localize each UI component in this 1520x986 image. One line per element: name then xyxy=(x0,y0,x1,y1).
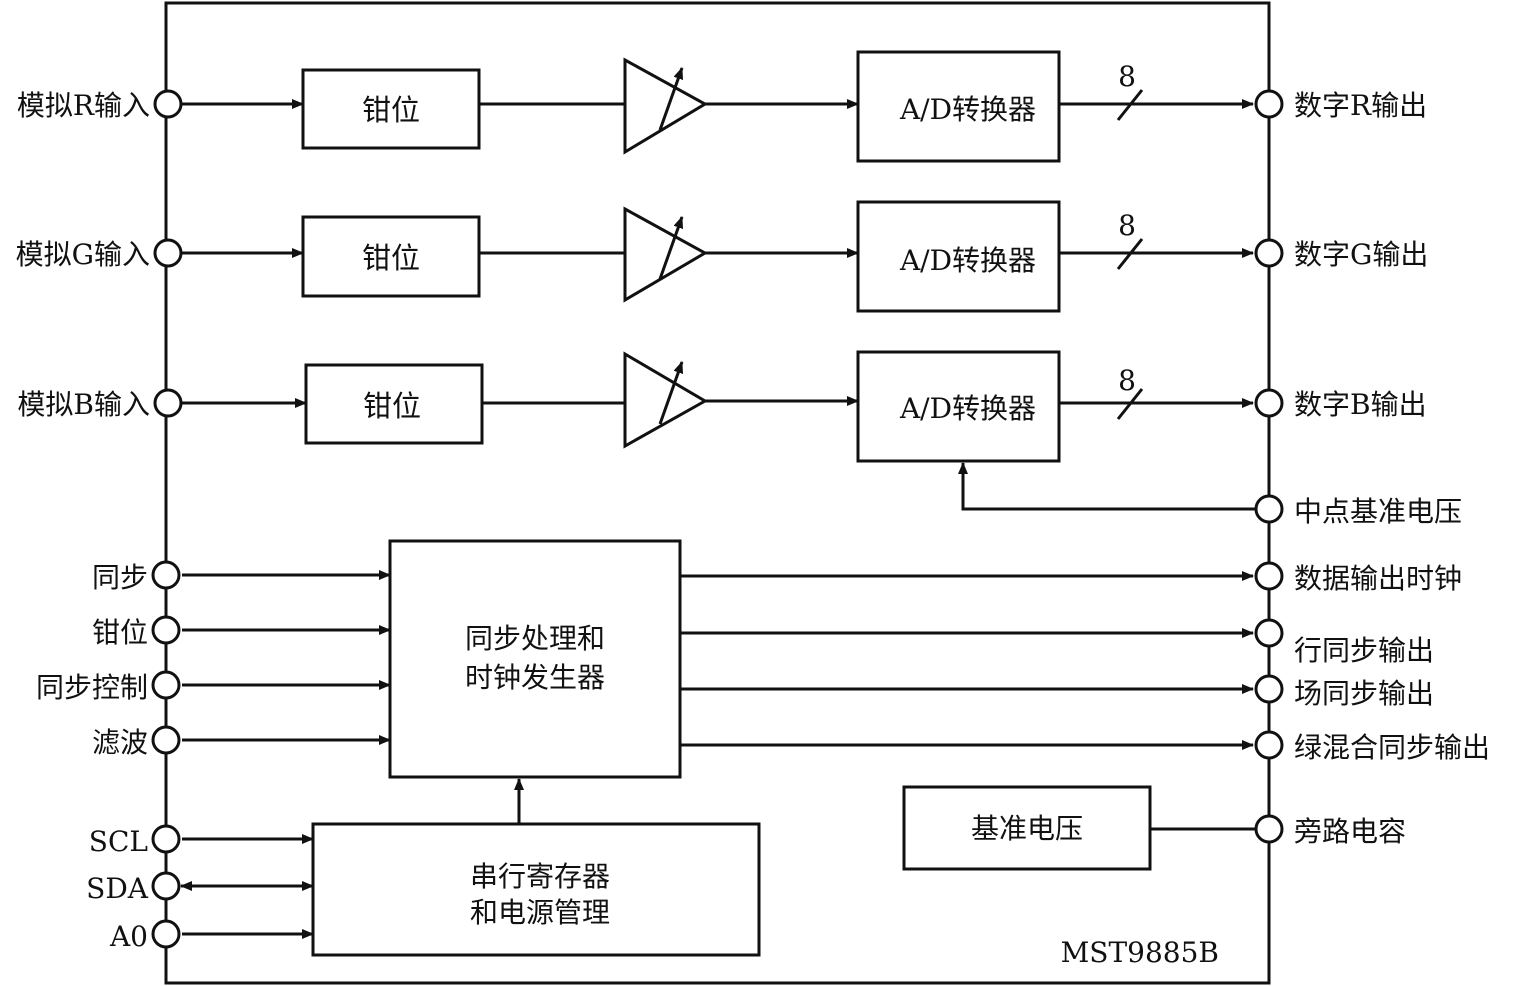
serial-inputs: SCL SDA A0 xyxy=(86,824,314,953)
clamp-block-b xyxy=(304,363,484,445)
chip-outline xyxy=(164,1,1271,985)
pin-analog-g-in xyxy=(153,238,183,268)
amplifier-r xyxy=(623,57,709,155)
pin-clamp xyxy=(151,615,181,645)
label-analog-r-in: 模拟R输入 xyxy=(17,89,150,122)
label-sda: SDA xyxy=(86,872,149,905)
label-analog-b-in: 模拟B输入 xyxy=(17,388,150,421)
pin-sda xyxy=(151,871,181,901)
bus-width-g: 8 xyxy=(1118,209,1136,242)
label-a0: A0 xyxy=(109,920,148,953)
pin-scl xyxy=(151,824,181,854)
sync-block-line1: 同步处理和 xyxy=(465,622,605,655)
pin-data-clock-out xyxy=(1254,561,1284,591)
label-vsync-out: 场同步输出 xyxy=(1294,677,1434,710)
label-clamp: 钳位 xyxy=(92,616,148,649)
bus-width-r: 8 xyxy=(1118,60,1136,93)
sync-inputs: 同步 钳位 同步控制 滤波 xyxy=(36,560,391,759)
reference-voltage-label: 基准电压 xyxy=(971,812,1083,845)
amplifier-g xyxy=(623,206,709,303)
label-sog-out: 绿混合同步输出 xyxy=(1294,731,1490,764)
adc-block-g xyxy=(856,200,1061,313)
label-digital-g-out: 数字G输出 xyxy=(1294,238,1428,271)
pin-analog-r-in xyxy=(153,89,183,119)
pin-analog-b-in xyxy=(153,388,183,418)
adc-label-r: A/D转换器 xyxy=(899,93,1036,126)
channel-b: 钳位 A/D转换器 8 模拟B输入 数字B输出 xyxy=(17,350,1427,463)
serial-register-block xyxy=(311,822,761,957)
pin-sync-control xyxy=(151,670,181,700)
label-sync: 同步 xyxy=(92,561,148,594)
pin-digital-r-out xyxy=(1254,89,1284,119)
pin-a0 xyxy=(151,919,181,949)
channel-r: 钳位 A/D转换器 8 模拟R输入 数字R输出 xyxy=(17,50,1427,163)
channel-g: 钳位 A/D转换器 8 模拟G输入 数字G输出 xyxy=(16,200,1428,313)
clamp-label-b: 钳位 xyxy=(363,389,421,423)
amplifier-b xyxy=(623,351,709,449)
pin-vsync-out xyxy=(1254,674,1284,704)
pin-sog-out xyxy=(1254,730,1284,760)
label-data-clock-out: 数据输出时钟 xyxy=(1294,562,1462,595)
label-digital-r-out: 数字R输出 xyxy=(1294,89,1427,122)
label-bypass-cap: 旁路电容 xyxy=(1294,815,1406,848)
sync-block-line2: 时钟发生器 xyxy=(465,661,605,694)
sync-outputs: 数据输出时钟 行同步输出 场同步输出 绿混合同步输出 xyxy=(680,561,1490,764)
sync-clock-block xyxy=(388,539,682,779)
label-filter: 滤波 xyxy=(92,726,148,759)
pin-digital-g-out xyxy=(1254,238,1284,268)
serial-block-line2: 和电源管理 xyxy=(470,896,610,929)
clamp-label-g: 钳位 xyxy=(362,241,420,275)
clamp-block-r xyxy=(301,68,481,150)
pin-sync xyxy=(151,560,181,590)
label-hsync-out: 行同步输出 xyxy=(1294,634,1434,667)
label-midpoint-ref: 中点基准电压 xyxy=(1294,495,1462,528)
pin-hsync-out xyxy=(1254,618,1284,648)
serial-block-line1: 串行寄存器 xyxy=(470,860,610,893)
pin-digital-b-out xyxy=(1254,388,1284,418)
label-scl: SCL xyxy=(89,825,148,858)
chip-name: MST9885B xyxy=(1061,936,1219,969)
adc-label-g: A/D转换器 xyxy=(899,244,1036,277)
clamp-block-g xyxy=(301,215,481,298)
midpoint-reference: 中点基准电压 xyxy=(958,462,1462,528)
label-analog-g-in: 模拟G输入 xyxy=(16,238,150,271)
pin-bypass-cap xyxy=(1254,814,1284,844)
pin-filter xyxy=(151,725,181,755)
adc-label-b: A/D转换器 xyxy=(899,392,1036,425)
clamp-label-r: 钳位 xyxy=(362,93,420,127)
adc-block-r xyxy=(856,50,1061,163)
bus-width-b: 8 xyxy=(1118,364,1136,397)
pin-midpoint-ref xyxy=(1254,494,1284,524)
label-sync-control: 同步控制 xyxy=(36,671,148,704)
label-digital-b-out: 数字B输出 xyxy=(1294,388,1427,421)
reference-voltage-block xyxy=(902,785,1152,871)
adc-block-b xyxy=(856,350,1061,463)
